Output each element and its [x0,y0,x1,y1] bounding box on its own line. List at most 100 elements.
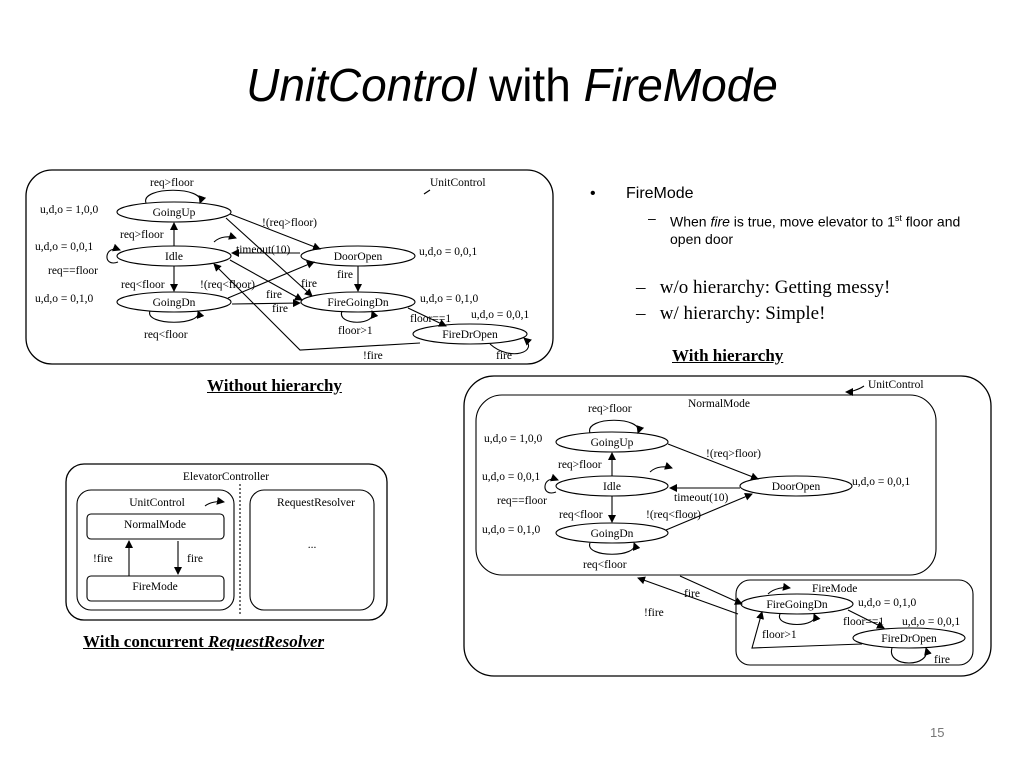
bullet-with-hierarchy: – w/ hierarchy: Simple! [636,303,825,325]
conc-outer-box [65,463,388,621]
hier-goingup-label: GoingUp [591,437,634,449]
hier-container-pointer [845,385,865,396]
hier-idle-label: Idle [603,481,621,493]
bullet-dot: • [590,185,596,202]
hier-loop-fgd [779,613,821,625]
hier-arrow-fdo-fgd [751,611,863,649]
flat-goingdn-label: GoingDn [153,297,196,309]
caption-without-hierarchy: Without hierarchy [207,376,342,395]
conc-init-arrow [204,496,225,507]
hier-loop-idle [544,473,559,494]
flat-label-reqlt-mid: req<floor [121,279,165,291]
flat-label-floor1: floor==1 [410,313,451,325]
dash-3: – [636,277,646,298]
flat-label-fire-b: fire [266,289,282,301]
hier-label-out-fgd: u,d,o = 0,1,0 [858,597,916,609]
flat-firedropen-label: FireDrOpen [442,329,498,341]
caption-concurrent-em: RequestResolver [207,632,325,651]
conc-normal-box [86,513,225,540]
hier-state-dooropen [739,475,853,497]
flat-label-out-door: u,d,o = 0,0,1 [419,246,477,258]
subbullet-post1: is true, move elevator to 1 [729,213,895,230]
hier-label-notreqgt: !(req>floor) [706,448,761,460]
dash-4: – [636,303,646,324]
hier-init-fire [767,582,791,595]
flat-label-reqlt-bot: req<floor [144,329,188,341]
subbullet-text: When fire is true, move elevator to 1st … [670,210,990,248]
flat-label-reqeq: req==floor [48,265,98,277]
flat-label-floorgt1: floor>1 [338,325,373,337]
bullet-without-hierarchy: – w/o hierarchy: Getting messy! [636,277,890,299]
page-number: 15 [930,725,945,740]
hier-label-floorgt1: floor>1 [762,629,797,641]
bullet-with-text: w/ hierarchy: Simple! [659,303,826,324]
conc-outer-label: ElevatorController [183,471,269,483]
flat-label-notreqgt: !(req>floor) [262,217,317,229]
flat-arrow-up-door [229,213,321,251]
flat-goingup-label: GoingUp [153,207,196,219]
hier-label-notfire: !fire [644,607,664,619]
hier-init-normal [649,461,673,473]
flat-loop-idle [106,243,121,264]
conc-fire-label: FireMode [132,581,177,593]
hier-normal-label: NormalMode [688,398,750,410]
flat-label-fire-a: fire [301,278,317,290]
hier-goingdn-label: GoingDn [591,528,634,540]
flat-init-arrow [213,231,237,243]
flat-dooropen-label: DoorOpen [334,251,383,263]
hier-label-reqlt-mid: req<floor [559,509,603,521]
flat-loop-goingup [145,189,207,204]
flat-diagram [25,169,554,365]
flat-arrow-fgd-fdo [407,307,447,327]
hier-state-fdo [852,627,966,649]
flat-loop-fgd [341,310,379,323]
title-part-1: UnitControl [246,59,477,111]
title-part-3: FireMode [583,59,778,111]
flat-label-notfire: !fire [363,350,383,362]
hier-label-reqeq: req==floor [497,495,547,507]
hier-loop-goingup [589,419,645,434]
flat-label-out-fdo: u,d,o = 0,0,1 [471,309,529,321]
conc-normal-label: NormalMode [124,519,186,531]
hier-arrow-normal-fire [679,575,743,605]
flat-labels: UnitControl GoingUp Idle GoingDn DoorOpe… [35,177,529,362]
hier-label-out-fdo: u,d,o = 0,0,1 [902,616,960,628]
flat-label-fire-c: fire [272,303,288,315]
hier-dooropen-label: DoorOpen [772,481,821,493]
conc-resolver-box [249,489,375,611]
hier-label-timeout: timeout(10) [674,492,728,504]
flat-firegoingdn-label: FireGoingDn [327,297,389,309]
hier-arrow-fire-normal [637,576,739,615]
hier-label-fire-self: fire [934,654,950,666]
caption-with-hierarchy: With hierarchy [672,346,784,365]
subbullet-dash: – [648,210,656,226]
flat-arrow-fdo-idle [213,263,421,351]
hier-normal-box [475,394,937,576]
hier-labels: UnitControl NormalMode FireMode GoingUp … [482,379,960,666]
flat-container-box [25,169,554,365]
hier-fdo-label: FireDrOpen [881,633,937,645]
hier-label-reqlt-bot: req<floor [583,559,627,571]
flat-arrow-up-fgd [225,217,313,297]
subbullet-post2: floor and open door [670,213,961,247]
flat-label-notreqlt: !(req<floor) [200,279,255,291]
hier-arrow-fgd-fdo [847,609,885,629]
conc-notfire-label: !fire [93,553,113,565]
conc-unit-box [76,489,235,611]
subbullet-pre: When [670,213,711,230]
conc-resolver-label: RequestResolver [277,497,355,509]
flat-container-label: UnitControl [430,177,486,189]
flat-loop-goingdn [149,310,205,323]
flat-arrow-idle-fgd [229,259,303,301]
flat-idle-label: Idle [165,251,183,263]
conc-unit-label: UnitControl [129,497,185,509]
flat-label-out-up: u,d,o = 1,0,0 [40,204,98,216]
hier-label-notreqlt: !(req<floor) [646,509,701,521]
concurrent-labels: ElevatorController UnitControl NormalMod… [93,471,355,593]
hier-label-floor1: floor==1 [843,616,884,628]
hier-arrow-up-door [667,443,759,481]
hier-fgd-label: FireGoingDn [766,599,828,611]
flat-arrow-dn-fgd [231,299,301,308]
flat-label-reqgt-top: req>floor [150,177,194,189]
flat-label-out-idle: u,d,o = 0,0,1 [35,241,93,253]
